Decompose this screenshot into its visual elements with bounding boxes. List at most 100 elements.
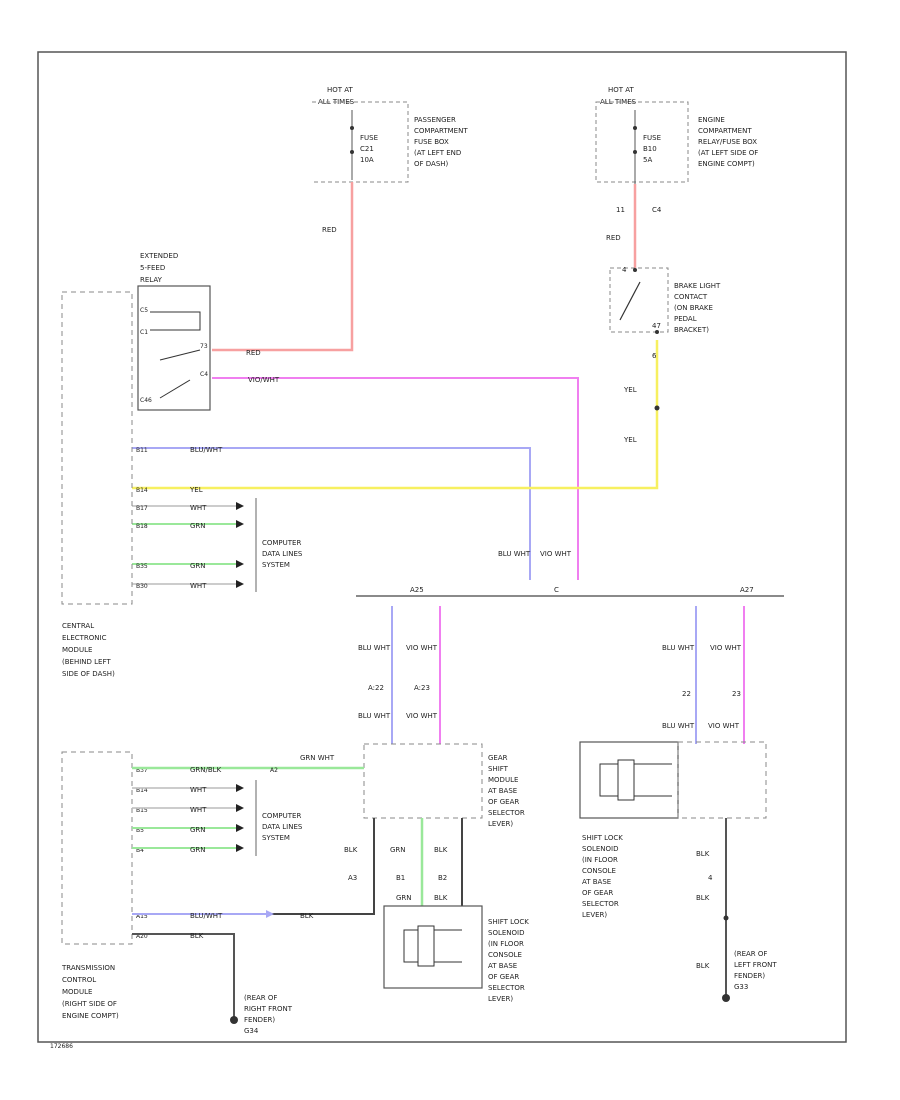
svg-text:G34: G34: [244, 1027, 259, 1035]
svg-text:RELAY: RELAY: [140, 276, 163, 284]
svg-text:CENTRAL: CENTRAL: [62, 622, 94, 630]
svg-text:WHT: WHT: [190, 786, 207, 794]
svg-text:BLU/WHT: BLU/WHT: [190, 912, 223, 920]
svg-text:(RIGHT SIDE OF: (RIGHT SIDE OF: [62, 1000, 117, 1008]
svg-text:SOLENOID: SOLENOID: [488, 929, 524, 937]
svg-text:47: 47: [652, 322, 661, 330]
svg-text:CONTACT: CONTACT: [674, 293, 708, 301]
svg-text:(AT LEFT SIDE OF: (AT LEFT SIDE OF: [698, 149, 758, 157]
svg-text:73: 73: [200, 343, 208, 350]
svg-text:A:23: A:23: [414, 684, 430, 692]
svg-text:SOLENOID: SOLENOID: [582, 845, 618, 853]
svg-text:YEL: YEL: [623, 386, 637, 394]
svg-text:RIGHT FRONT: RIGHT FRONT: [244, 1005, 293, 1013]
svg-text:FUSE: FUSE: [643, 134, 661, 142]
svg-text:ENGINE COMPT): ENGINE COMPT): [698, 160, 755, 168]
svg-text:LEFT FRONT: LEFT FRONT: [734, 961, 777, 969]
ground-left-fender: (REAR OF LEFT FRONT FENDER) G33: [734, 950, 777, 991]
svg-text:B10: B10: [643, 145, 657, 153]
svg-text:COMPARTMENT: COMPARTMENT: [698, 127, 752, 135]
svg-text:GRN: GRN: [190, 522, 206, 530]
svg-text:BLK: BLK: [434, 894, 448, 902]
diagram-frame: [37, 51, 847, 1043]
svg-text:RED: RED: [246, 349, 261, 357]
svg-text:RED: RED: [322, 226, 337, 234]
svg-text:B11: B11: [136, 447, 148, 454]
svg-text:B37: B37: [136, 767, 148, 774]
footer-code: 172686: [50, 1043, 73, 1050]
svg-text:B1: B1: [396, 874, 405, 882]
svg-text:SHIFT: SHIFT: [488, 765, 509, 773]
svg-text:CONSOLE: CONSOLE: [582, 867, 616, 875]
transmission-control-module: B37 B14 B15 B5 B4 A15 A20 TRANSMISSION C…: [61, 751, 148, 1020]
svg-text:BLK: BLK: [696, 850, 710, 858]
svg-text:C21: C21: [360, 145, 374, 153]
svg-text:AT BASE: AT BASE: [488, 962, 517, 970]
svg-text:SELECTOR: SELECTOR: [488, 984, 525, 992]
svg-text:B17: B17: [136, 505, 148, 512]
svg-text:B14: B14: [136, 787, 148, 794]
shift-lock-solenoid-1: SHIFT LOCK SOLENOID (IN FLOOR CONSOLE AT…: [383, 905, 529, 1003]
svg-text:COMPUTER: COMPUTER: [262, 812, 301, 820]
svg-text:4: 4: [708, 874, 713, 882]
svg-text:GRN: GRN: [190, 562, 206, 570]
svg-text:A2: A2: [270, 767, 278, 774]
hot-label-line1: HOT AT: [327, 86, 354, 94]
svg-text:COMPUTER: COMPUTER: [262, 539, 301, 547]
svg-text:(BEHIND LEFT: (BEHIND LEFT: [62, 658, 111, 666]
svg-text:A15: A15: [136, 913, 148, 920]
svg-text:DATA LINES: DATA LINES: [262, 550, 303, 558]
svg-text:(ON BRAKE: (ON BRAKE: [674, 304, 713, 312]
svg-text:B15: B15: [136, 807, 148, 814]
svg-text:A3: A3: [348, 874, 357, 882]
svg-text:WHT: WHT: [190, 806, 207, 814]
svg-text:B2: B2: [438, 874, 447, 882]
svg-text:BLU WHT: BLU WHT: [358, 644, 391, 652]
svg-text:WHT: WHT: [190, 504, 207, 512]
svg-text:SYSTEM: SYSTEM: [262, 561, 290, 569]
svg-text:A27: A27: [740, 586, 754, 594]
svg-text:GRN: GRN: [190, 826, 206, 834]
cem-data-lines: WHT GRN GRN WHT COMPUTER DATA LINES SYST…: [132, 498, 303, 592]
svg-text:BLK: BLK: [696, 962, 710, 970]
brake-light-switch: 4 47 BRAKE LIGHT CONTACT (ON BRAKE PEDAL…: [609, 266, 721, 334]
svg-text:CONSOLE: CONSOLE: [488, 951, 522, 959]
svg-text:22: 22: [682, 690, 691, 698]
svg-text:A20: A20: [136, 933, 148, 940]
svg-text:SYSTEM: SYSTEM: [262, 834, 290, 842]
svg-text:GRN: GRN: [190, 846, 206, 854]
svg-text:EXTENDED: EXTENDED: [140, 252, 178, 260]
central-electronic-module: B11 B14 B17 B18 B35 B30 CENTRAL ELECTRON…: [61, 291, 148, 678]
svg-text:(IN FLOOR: (IN FLOOR: [488, 940, 524, 948]
tcm-data-lines: WHT WHT GRN GRN COMPUTER DATA LINES SYST…: [132, 780, 303, 856]
svg-text:ELECTRONIC: ELECTRONIC: [62, 634, 107, 642]
svg-text:OF GEAR: OF GEAR: [488, 798, 519, 806]
svg-text:LEVER): LEVER): [488, 995, 513, 1003]
svg-text:BRAKE LIGHT: BRAKE LIGHT: [674, 282, 721, 290]
svg-text:OF DASH): OF DASH): [414, 160, 449, 168]
svg-text:BLU/WHT: BLU/WHT: [190, 446, 223, 454]
svg-text:B14: B14: [136, 487, 148, 494]
wire-vio-wht-main: [212, 377, 579, 580]
svg-text:BLK: BLK: [300, 912, 314, 920]
wire-blu-wht-main: [132, 447, 531, 580]
svg-text:4: 4: [622, 266, 627, 274]
svg-text:(REAR OF: (REAR OF: [244, 994, 277, 1002]
svg-text:5A: 5A: [643, 156, 652, 164]
svg-text:FENDER): FENDER): [734, 972, 765, 980]
svg-text:FUSE BOX: FUSE BOX: [414, 138, 449, 146]
svg-text:B35: B35: [136, 563, 148, 570]
svg-text:OF GEAR: OF GEAR: [488, 973, 519, 981]
svg-text:GRN: GRN: [390, 846, 406, 854]
svg-text:C4: C4: [652, 206, 662, 214]
svg-text:BLK: BLK: [696, 894, 710, 902]
svg-text:GRN/BLK: GRN/BLK: [190, 766, 222, 774]
svg-text:LEVER): LEVER): [488, 820, 513, 828]
svg-text:SHIFT LOCK: SHIFT LOCK: [488, 918, 529, 926]
svg-text:B4: B4: [136, 847, 144, 854]
svg-text:BLU WHT: BLU WHT: [662, 722, 695, 730]
svg-text:GRN WHT: GRN WHT: [300, 754, 335, 762]
svg-text:CONTROL: CONTROL: [62, 976, 96, 984]
svg-text:23: 23: [732, 690, 741, 698]
svg-text:RED: RED: [606, 234, 621, 242]
